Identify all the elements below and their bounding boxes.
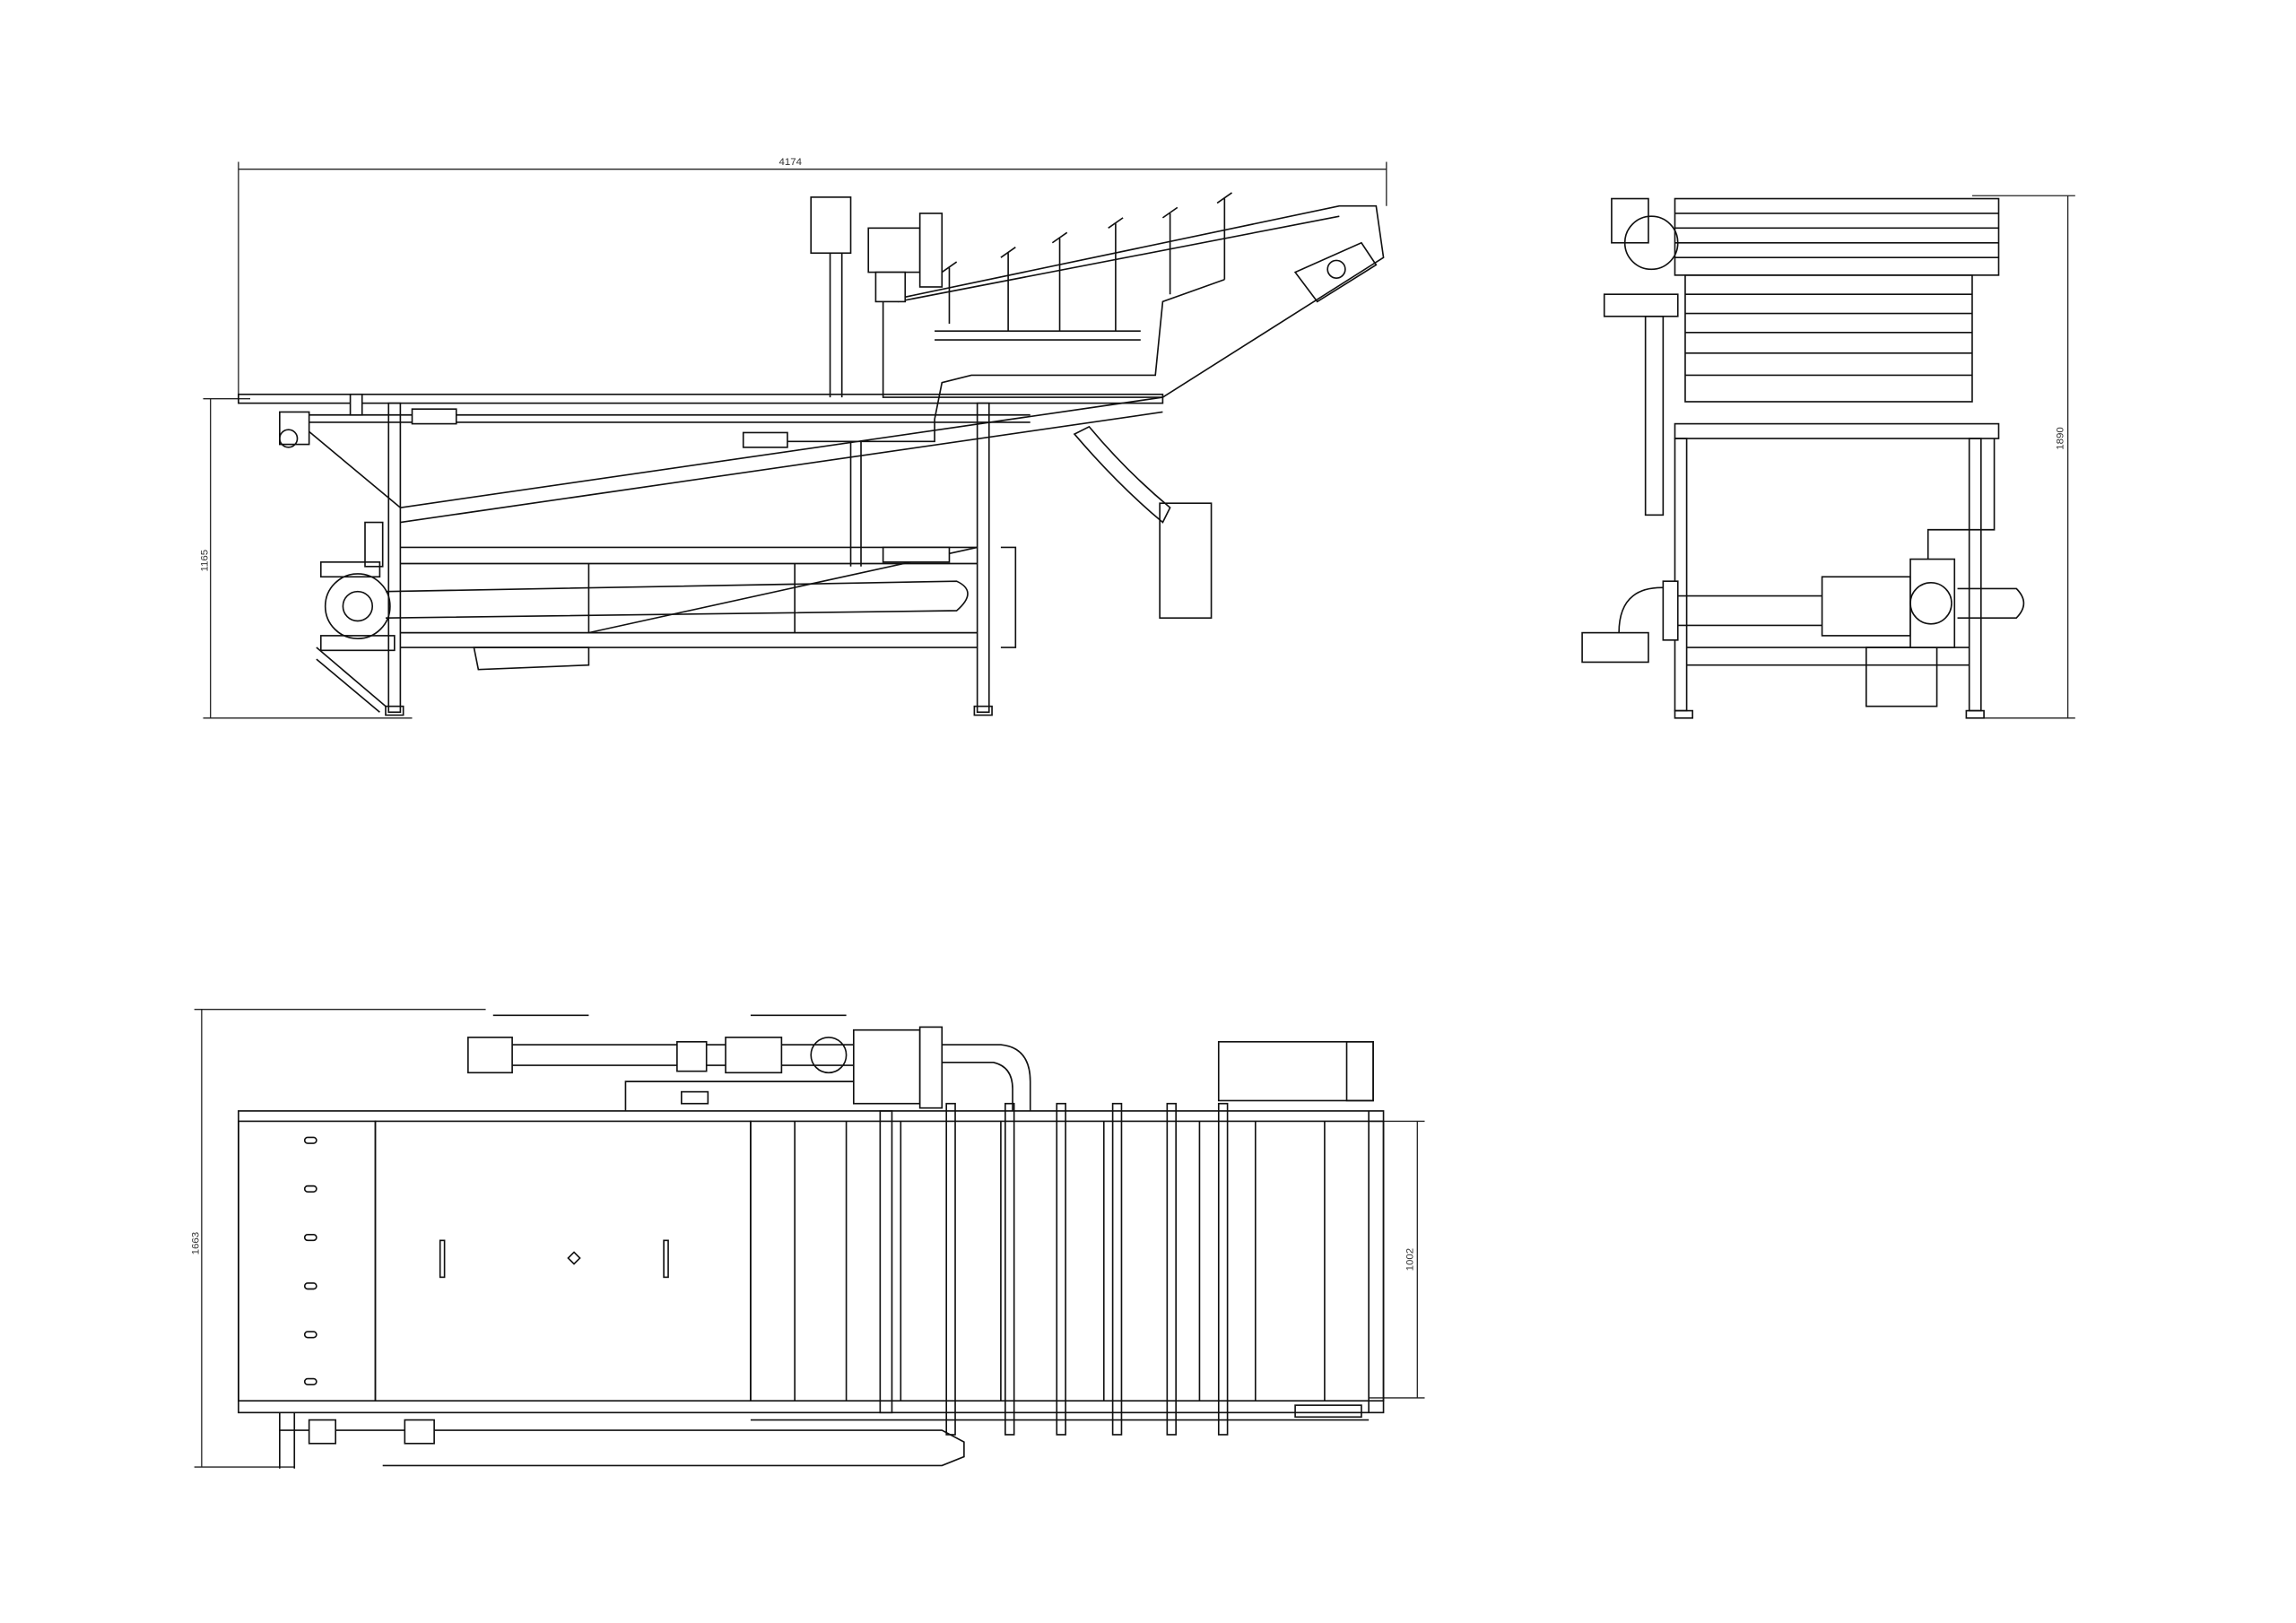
spray-bars [765, 192, 1233, 443]
dimension-belt-width: 1002 [1369, 1120, 1425, 1399]
dimension-height: 1165 [199, 398, 413, 719]
dimension-label-1165: 1165 [199, 550, 210, 572]
spray-bars-top [879, 1102, 1229, 1436]
dimension-label-1663: 1663 [191, 1232, 202, 1255]
dimension-top-width: 1663 [191, 1009, 486, 1468]
dimension-label-4174: 4174 [778, 157, 802, 168]
dimension-length: 4174 [238, 157, 1387, 401]
dimension-end-height: 1890 [1971, 195, 2075, 719]
drain-slots [303, 1136, 317, 1385]
top-view: 1663 1002 [191, 1009, 1425, 1469]
side-view: 4174 1165 [199, 157, 1387, 719]
dimension-label-1002: 1002 [1405, 1248, 1415, 1271]
dimension-label-1890: 1890 [2056, 427, 2066, 450]
machine-top [238, 1014, 1385, 1469]
machine-side [238, 192, 1385, 716]
end-view: 1890 [1581, 195, 2075, 719]
machine-end [1581, 197, 2025, 719]
